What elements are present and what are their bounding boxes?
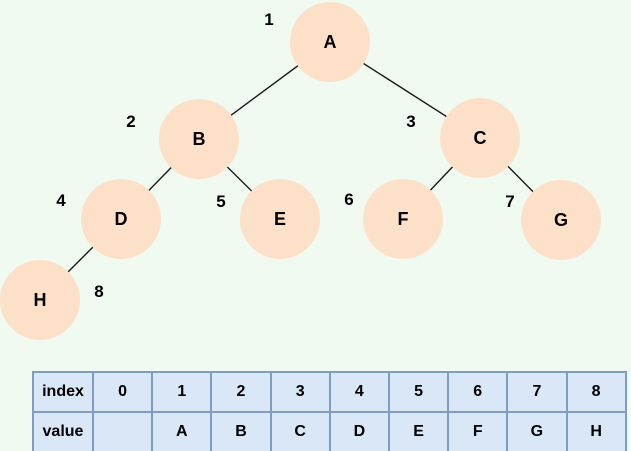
tree-node-a: A bbox=[290, 2, 370, 82]
value-cell: D bbox=[328, 411, 390, 451]
value-cell: B bbox=[210, 411, 272, 451]
value-cell: G bbox=[506, 411, 568, 451]
node-label: E bbox=[274, 209, 286, 229]
tree-svg: A B C D E F G H 1 bbox=[0, 2, 601, 340]
index-cell: 3 bbox=[269, 371, 331, 413]
index-cell: 5 bbox=[387, 371, 450, 413]
node-circle bbox=[290, 2, 370, 82]
index-cell: 1 bbox=[151, 371, 213, 413]
node-circle bbox=[521, 180, 601, 260]
node-label: D bbox=[115, 209, 128, 229]
tree-node-c: C bbox=[440, 98, 520, 178]
node-circle bbox=[440, 98, 520, 178]
node-index-label: 4 bbox=[56, 191, 66, 210]
tree-node-d: D bbox=[81, 179, 161, 259]
array-representation-table: index 0 1 2 3 4 5 6 7 8 value A B C D E … bbox=[32, 371, 627, 451]
node-circle bbox=[0, 260, 80, 340]
row-header-value: value bbox=[32, 411, 94, 451]
row-header-index: index bbox=[32, 371, 94, 413]
node-index-label: 8 bbox=[94, 282, 103, 301]
node-label: C bbox=[474, 128, 487, 148]
node-index-label: 6 bbox=[344, 190, 353, 209]
index-cell: 8 bbox=[565, 371, 627, 413]
node-circle bbox=[240, 179, 320, 259]
value-cell: F bbox=[447, 411, 509, 451]
node-label: G bbox=[554, 210, 568, 230]
tree-node-h: H bbox=[0, 260, 80, 340]
value-row: value A B C D E F G H bbox=[32, 411, 627, 451]
index-cell: 6 bbox=[447, 371, 509, 413]
index-cell: 0 bbox=[91, 371, 154, 413]
index-cell: 4 bbox=[328, 371, 390, 413]
tree-node-b: B bbox=[159, 99, 239, 179]
value-cell bbox=[91, 411, 154, 451]
value-cell: C bbox=[269, 411, 331, 451]
node-circle bbox=[159, 99, 239, 179]
index-cell: 2 bbox=[210, 371, 272, 413]
node-circle bbox=[363, 179, 443, 259]
node-index-label: 5 bbox=[216, 192, 225, 211]
tree-node-f: F bbox=[363, 179, 443, 259]
node-label: B bbox=[193, 129, 206, 149]
node-circle bbox=[81, 179, 161, 259]
tree-node-e: E bbox=[240, 179, 320, 259]
value-cell: H bbox=[565, 411, 627, 451]
node-index-label: 2 bbox=[126, 112, 135, 131]
node-index-label: 7 bbox=[505, 192, 514, 211]
index-cell: 7 bbox=[506, 371, 568, 413]
node-index-label: 1 bbox=[264, 10, 273, 29]
node-label: H bbox=[34, 290, 47, 310]
node-label: F bbox=[398, 209, 409, 229]
node-label: A bbox=[324, 32, 337, 52]
node-index-labels: 1 2 3 4 5 6 7 8 bbox=[56, 10, 514, 301]
index-row: index 0 1 2 3 4 5 6 7 8 bbox=[32, 371, 627, 413]
value-cell: A bbox=[151, 411, 213, 451]
value-cell: E bbox=[387, 411, 450, 451]
tree-node-g: G bbox=[521, 180, 601, 260]
node-index-label: 3 bbox=[406, 112, 415, 131]
